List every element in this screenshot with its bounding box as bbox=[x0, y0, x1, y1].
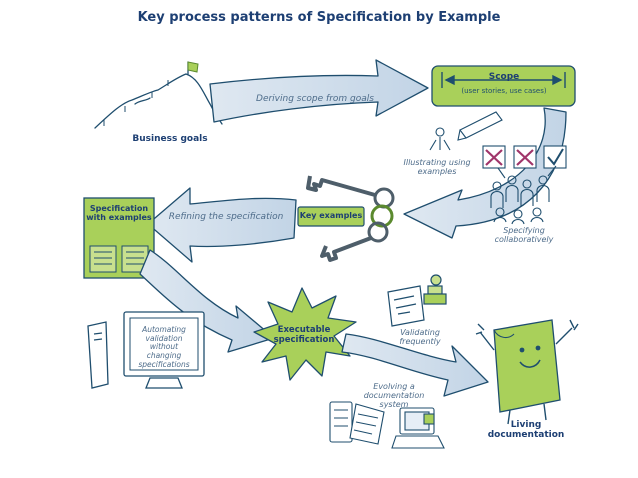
computer-icon bbox=[87, 311, 205, 389]
page-title: Key process patterns of Specification by… bbox=[137, 10, 501, 25]
key-icon bbox=[320, 204, 394, 262]
automating-arrow bbox=[139, 249, 275, 353]
scope-label: Scope bbox=[488, 72, 520, 82]
refining-label: Refining the specification bbox=[168, 212, 284, 222]
flag-icon bbox=[103, 61, 199, 126]
key-icon bbox=[306, 175, 395, 209]
key-examples-label: Key examples bbox=[299, 211, 363, 220]
evolving-label: Evolving a documentation system bbox=[363, 382, 425, 410]
validating-label: Validating frequently bbox=[399, 328, 441, 347]
executable-burst bbox=[253, 287, 357, 381]
cross-icon bbox=[482, 145, 506, 169]
cross-icon bbox=[513, 145, 537, 169]
document-icon bbox=[329, 401, 445, 449]
business-goals-label: Business goals bbox=[132, 134, 208, 144]
specification-with-examples-label: Specification with examples bbox=[86, 204, 152, 223]
scope-box bbox=[431, 65, 576, 107]
check-icon bbox=[543, 145, 567, 169]
specifying-label: Specifying collaboratively bbox=[494, 226, 554, 245]
deriving-scope-arrow bbox=[209, 59, 429, 123]
scope-width-arrow bbox=[441, 72, 566, 88]
illustrating-label: Illustrating using examples bbox=[403, 158, 471, 177]
business-goals-icon bbox=[94, 61, 223, 129]
automating-label: Automating validation without changing s… bbox=[138, 325, 190, 369]
specification-document-icon bbox=[83, 197, 155, 279]
stamp-icon bbox=[387, 274, 447, 327]
validating-arrow bbox=[341, 333, 489, 397]
key-examples-box bbox=[297, 206, 365, 227]
living-documentation-icon bbox=[475, 319, 579, 425]
deriving-scope-label: Deriving scope from goals bbox=[256, 94, 374, 104]
executable-label: Executable specification bbox=[273, 325, 335, 345]
person-writing-icon bbox=[429, 111, 503, 151]
refining-arrow bbox=[147, 187, 297, 263]
people-icon bbox=[490, 165, 557, 225]
scope-subtitle: (user stories, use cases) bbox=[461, 87, 547, 95]
living-documentation-label: Living documentation bbox=[487, 420, 565, 441]
